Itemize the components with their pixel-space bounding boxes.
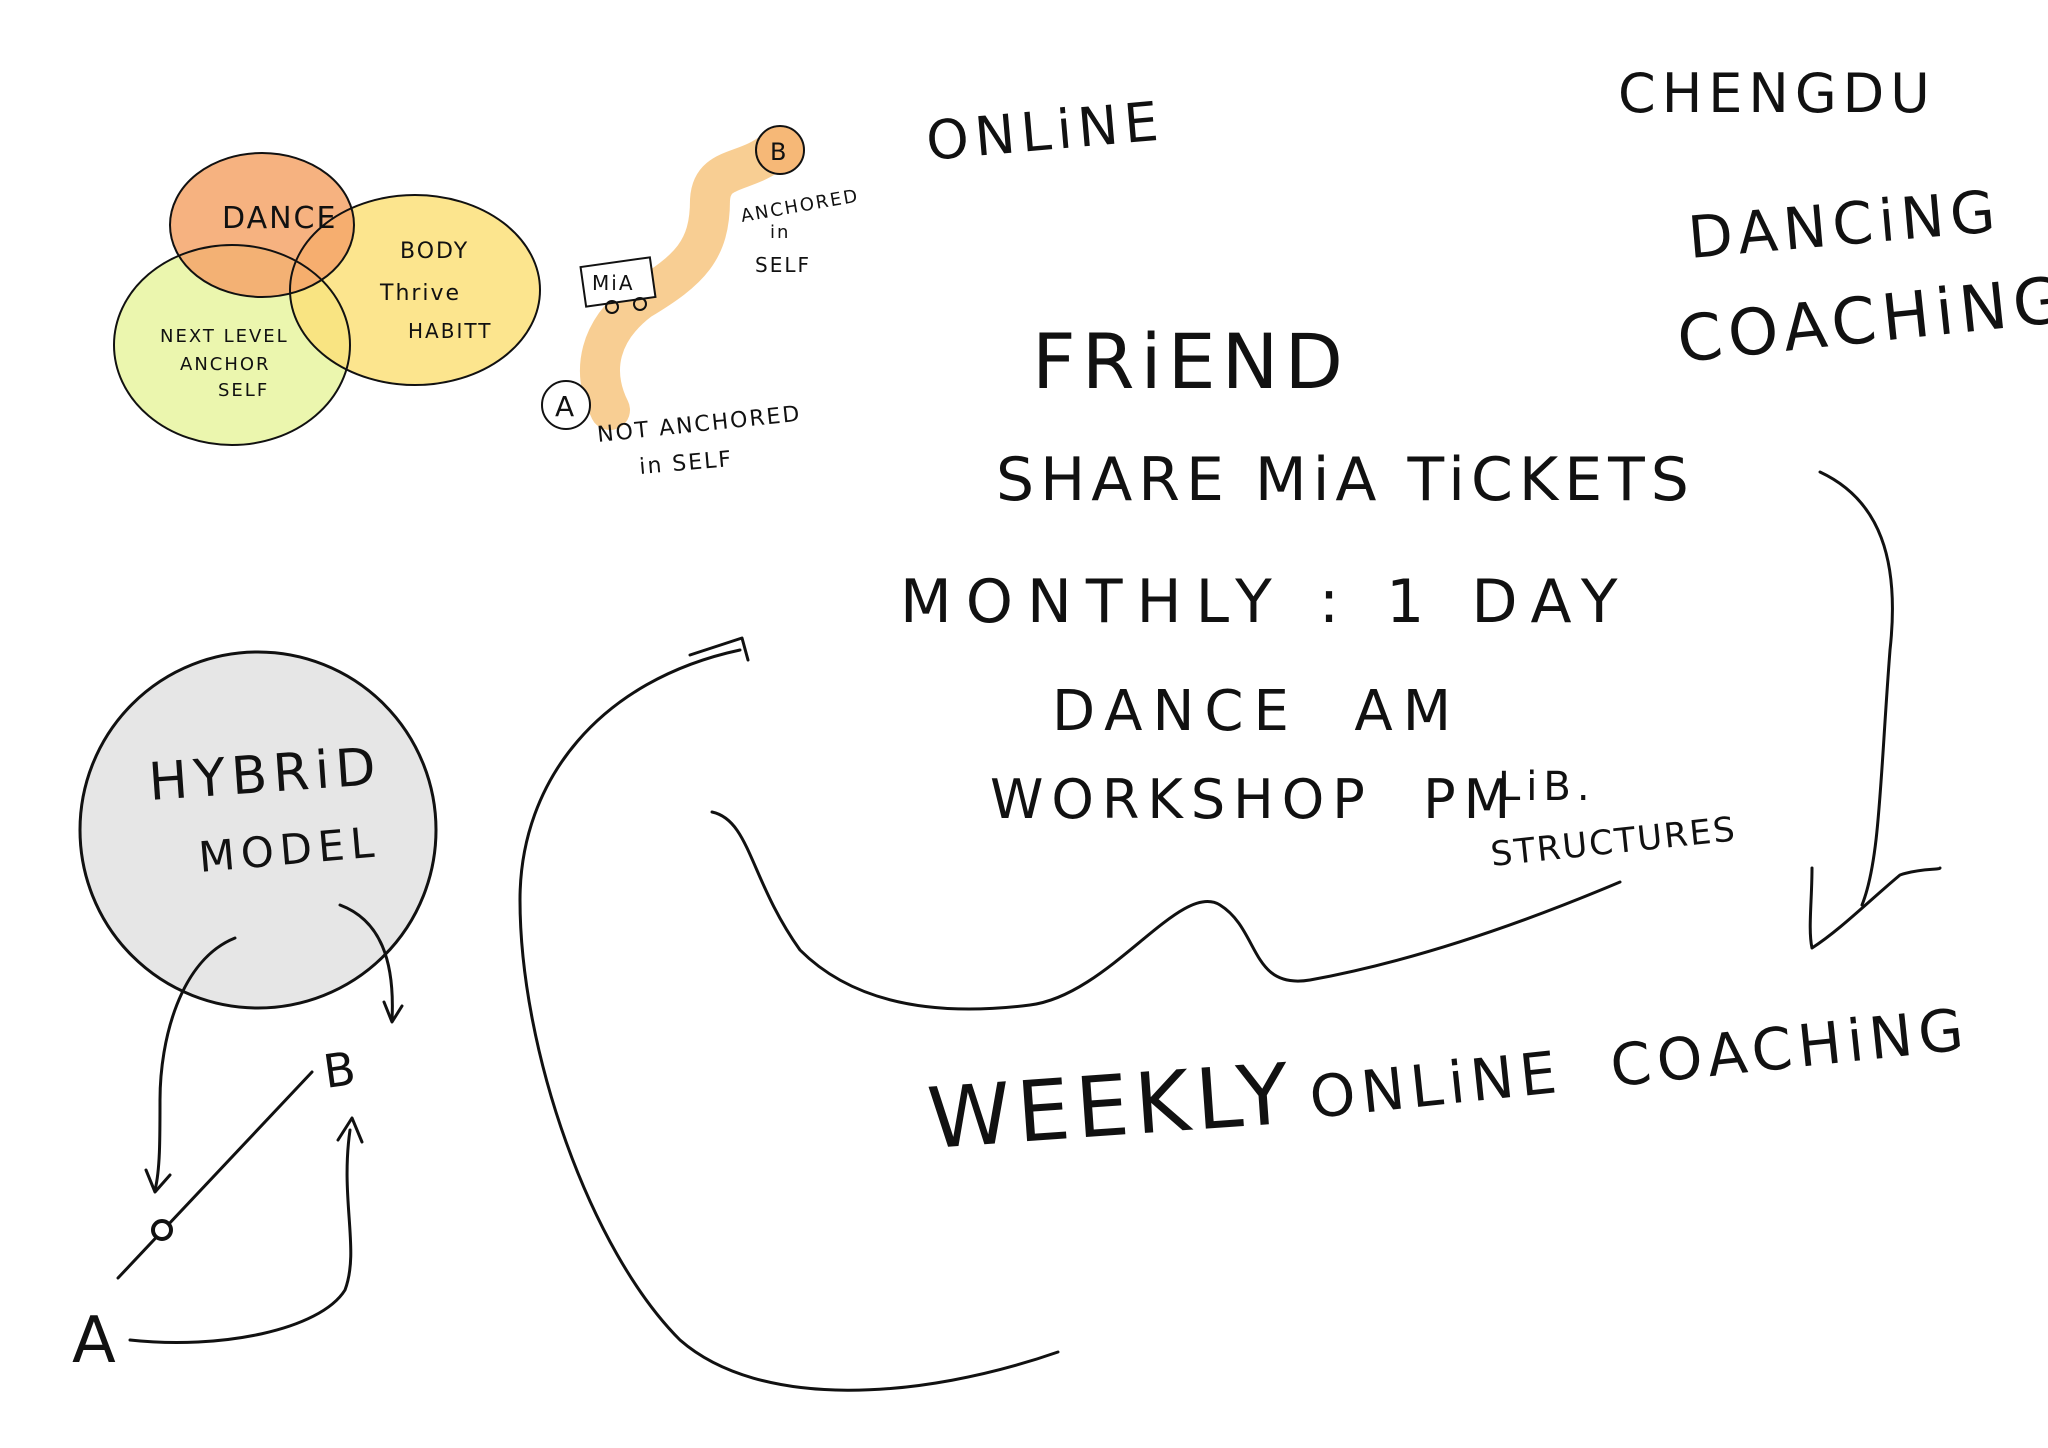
wave-underline <box>710 810 1622 1011</box>
note-workshop-pm: WORKSHOP PM <box>990 768 1518 831</box>
note-friend: FRiEND <box>1032 317 1349 406</box>
point-b-label: B <box>320 1040 365 1099</box>
note-online-coaching: ONLiNE COACHiNG <box>1306 995 1972 1132</box>
midpoint-dot <box>151 1219 173 1241</box>
point-a-label: A <box>72 1304 122 1378</box>
note-weekly: WEEKLY <box>925 1045 1298 1168</box>
venn-label-anchor-1: NEXT LEVEL <box>160 326 289 347</box>
mia-label: MiA <box>592 271 635 295</box>
journey-node-a <box>541 380 591 430</box>
venn-label-anchor-2: ANCHOR <box>180 354 271 375</box>
hybrid-circle <box>78 650 438 1010</box>
note-structures: STRUCTURES <box>1489 809 1739 875</box>
note-chengdu: CHENGDU <box>1618 62 1936 125</box>
anchored-label-1: ANCHORED <box>739 185 861 226</box>
venn-label-dance: DANCE <box>222 201 337 236</box>
journey-path: B A MiA ANCHORED in SELF NOT ANCHORED in… <box>541 125 861 480</box>
note-dancing: DANCiNG <box>1685 177 2003 272</box>
venn-label-habit-1: BODY <box>400 239 469 264</box>
big-left-arc <box>518 648 1060 1392</box>
big-left-arc-arrowhead <box>688 636 750 662</box>
note-share-tickets: SHARE MiA TiCKETS <box>996 445 1695 515</box>
journey-node-b-label: B <box>770 138 788 166</box>
note-online: ONLiNE <box>924 89 1167 173</box>
venn-circle-dance <box>170 153 354 297</box>
note-coaching: COACHiNG <box>1674 263 2048 378</box>
arrow-from-circle <box>338 903 394 1022</box>
arrow-to-midpoint-head <box>144 1168 172 1194</box>
note-dance-am: DANCE AM <box>1052 679 1461 744</box>
mia-ticket-box <box>579 256 657 308</box>
a-to-b-line <box>116 1070 314 1280</box>
journey-highlight <box>580 130 795 430</box>
venn-label-habit-2: Thrive <box>379 281 461 306</box>
arrow-from-a-loop-head <box>336 1116 364 1144</box>
arrow-to-midpoint <box>153 936 237 1192</box>
venn-label-anchor-3: SELF <box>218 380 269 401</box>
arrow-from-a-loop <box>128 1128 353 1345</box>
arrow-from-circle-head <box>382 1000 404 1024</box>
venn-circle-habit <box>290 195 540 385</box>
connectors <box>518 470 1942 1392</box>
venn-label-habit-3: HABITT <box>408 319 492 343</box>
not-anchored-label-2: in SELF <box>638 447 734 480</box>
note-monthly: MONTHLY : 1 DAY <box>900 567 1632 637</box>
hybrid-model: HYBRiD MODEL A B <box>72 650 438 1378</box>
journey-node-b <box>755 125 805 175</box>
venn-diagram: DANCE BODY Thrive HABITT NEXT LEVEL ANCH… <box>113 152 541 446</box>
anchored-label-2: in <box>770 222 790 243</box>
right-curve-arrowhead <box>1808 866 1942 950</box>
note-lib: LiB. <box>1498 764 1596 810</box>
journey-node-a-label: A <box>555 390 576 423</box>
anchored-label-3: SELF <box>755 253 811 277</box>
notes: ONLiNE CHENGDU DANCiNG COACHiNG FRiEND S… <box>900 62 2048 1168</box>
right-curve-arrow <box>1818 470 1894 907</box>
